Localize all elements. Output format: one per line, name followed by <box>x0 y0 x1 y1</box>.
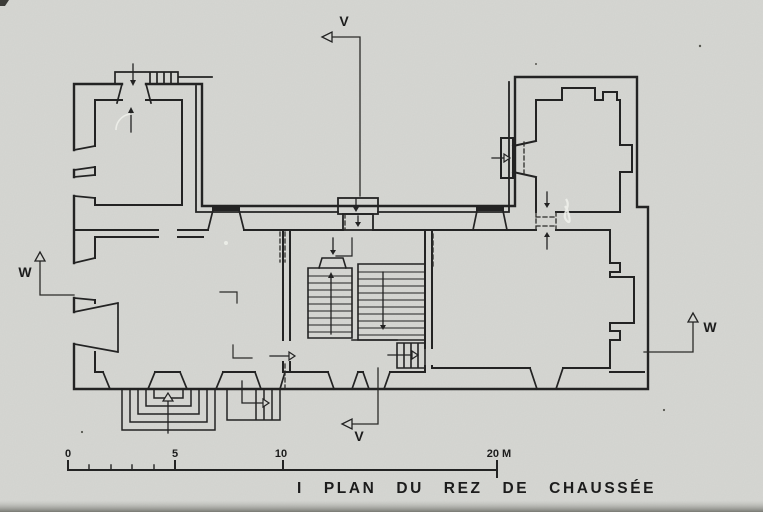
section-line-w-right: W <box>643 311 717 353</box>
section-label-v-bottom: V <box>354 428 364 444</box>
scale-tick-label-0: 0 <box>65 448 71 460</box>
film-scratches <box>115 113 571 245</box>
section-line-w-left: W <box>18 250 75 296</box>
window-door-reveals <box>72 82 565 391</box>
open-arrowheads <box>161 152 512 409</box>
scale-bar: 0 5 10 20 M <box>65 448 511 478</box>
solid-arrowheads <box>128 80 550 330</box>
courtyard-porch <box>337 197 379 231</box>
dust-specks <box>80 44 702 434</box>
north-protrusion <box>114 71 213 85</box>
section-label-w-left: W <box>18 264 32 280</box>
photo-bottom-edge <box>0 500 763 512</box>
section-line-v-top: V <box>320 13 361 197</box>
scale-tick-label-20m: 20 M <box>487 448 511 460</box>
direction-arrows <box>128 63 550 434</box>
section-arrow-icon <box>340 417 353 431</box>
section-line-v-bottom: V <box>340 367 379 444</box>
dashed-lines <box>279 141 557 389</box>
photo-corner-mark <box>0 0 9 6</box>
courtyard-wall-second-line <box>195 81 510 213</box>
section-arrow-icon <box>320 30 333 44</box>
side-steps <box>226 388 281 421</box>
section-arrow-icon <box>33 250 47 262</box>
scale-tick-label-10: 10 <box>275 448 287 460</box>
ceiling-corner-marks <box>219 291 253 359</box>
section-arrow-icon <box>686 311 700 323</box>
plan-title: I PLAN DU REZ DE CHAUSSÉE <box>297 480 656 497</box>
section-label-v-top: V <box>339 13 349 29</box>
section-label-w-right: W <box>703 319 717 335</box>
scale-tick-label-5: 5 <box>172 448 178 460</box>
